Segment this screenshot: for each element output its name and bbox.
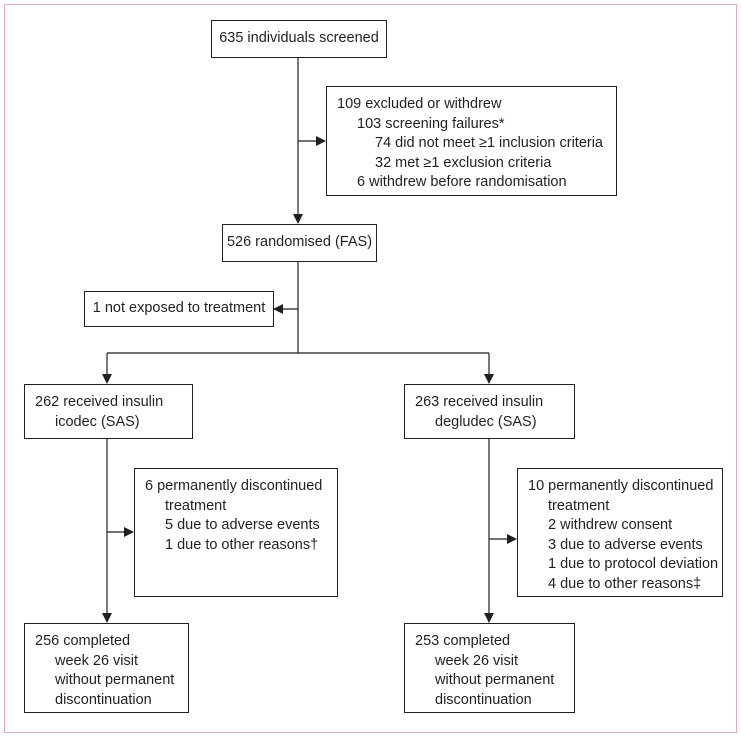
- icodec-disc-line-4: 1 due to other reasons†: [165, 536, 319, 553]
- degludec-disc-line-5: 1 due to protocol deviation: [548, 556, 719, 572]
- icodec-completed-line-2: week 26 visit: [55, 652, 139, 669]
- icodec-completed-line-1: 256 completed: [35, 633, 131, 649]
- degludec-disc-line-3: 2 withdrew consent: [548, 517, 673, 533]
- box-icodec-completed: 256 completed week 26 visit without perm…: [24, 623, 189, 713]
- box-icodec-received: 262 received insulin icodec (SAS): [24, 384, 193, 439]
- randomised-text: 526 randomised (FAS): [226, 234, 373, 251]
- degludec-completed-line-4: discontinuation: [435, 691, 532, 708]
- box-degludec-discontinued: 10 permanently discontinued treatment 2 …: [517, 468, 723, 597]
- degludec-disc-line-6: 4 due to other reasons‡: [548, 575, 702, 592]
- screened-text: 635 individuals screened: [219, 30, 379, 47]
- excluded-line-2: 103 screening failures*: [357, 115, 505, 132]
- box-screened: 635 individuals screened: [211, 20, 387, 58]
- icodec-disc-line-3: 5 due to adverse events: [165, 517, 320, 533]
- degludec-completed-line-2: week 26 visit: [435, 652, 519, 669]
- excluded-line-4: 32 met ≥1 exclusion criteria: [375, 154, 552, 171]
- excluded-line-5: 6 withdrew before randomisation: [357, 174, 567, 190]
- icodec-disc-line-2: treatment: [165, 497, 227, 514]
- icodec-completed-line-4: discontinuation: [55, 691, 152, 708]
- icodec-received-line-1: 262 received insulin: [35, 394, 164, 410]
- icodec-completed-line-3: without permanent: [55, 672, 175, 688]
- degludec-completed-line-1: 253 completed: [415, 633, 511, 649]
- box-degludec-completed: 253 completed week 26 visit without perm…: [404, 623, 575, 713]
- box-degludec-received: 263 received insulin degludec (SAS): [404, 384, 575, 439]
- figure-frame: [4, 4, 737, 733]
- icodec-disc-line-1: 6 permanently discontinued: [145, 478, 323, 494]
- degludec-disc-line-1: 10 permanently discontinued: [528, 478, 714, 494]
- excluded-line-1: 109 excluded or withdrew: [337, 96, 502, 112]
- excluded-line-3: 74 did not meet ≥1 inclusion criteria: [375, 135, 603, 151]
- degludec-completed-line-3: without permanent: [435, 672, 555, 688]
- box-icodec-discontinued: 6 permanently discontinued treatment 5 d…: [134, 468, 338, 597]
- box-excluded: 109 excluded or withdrew 103 screening f…: [326, 86, 617, 196]
- icodec-received-line-2: icodec (SAS): [55, 413, 140, 430]
- degludec-disc-line-4: 3 due to adverse events: [548, 536, 703, 553]
- degludec-disc-line-2: treatment: [548, 497, 610, 514]
- box-not-exposed: 1 not exposed to treatment: [84, 291, 274, 327]
- degludec-received-line-1: 263 received insulin: [415, 394, 544, 410]
- not-exposed-text: 1 not exposed to treatment: [92, 300, 266, 317]
- box-randomised: 526 randomised (FAS): [222, 224, 377, 262]
- degludec-received-line-2: degludec (SAS): [435, 413, 537, 430]
